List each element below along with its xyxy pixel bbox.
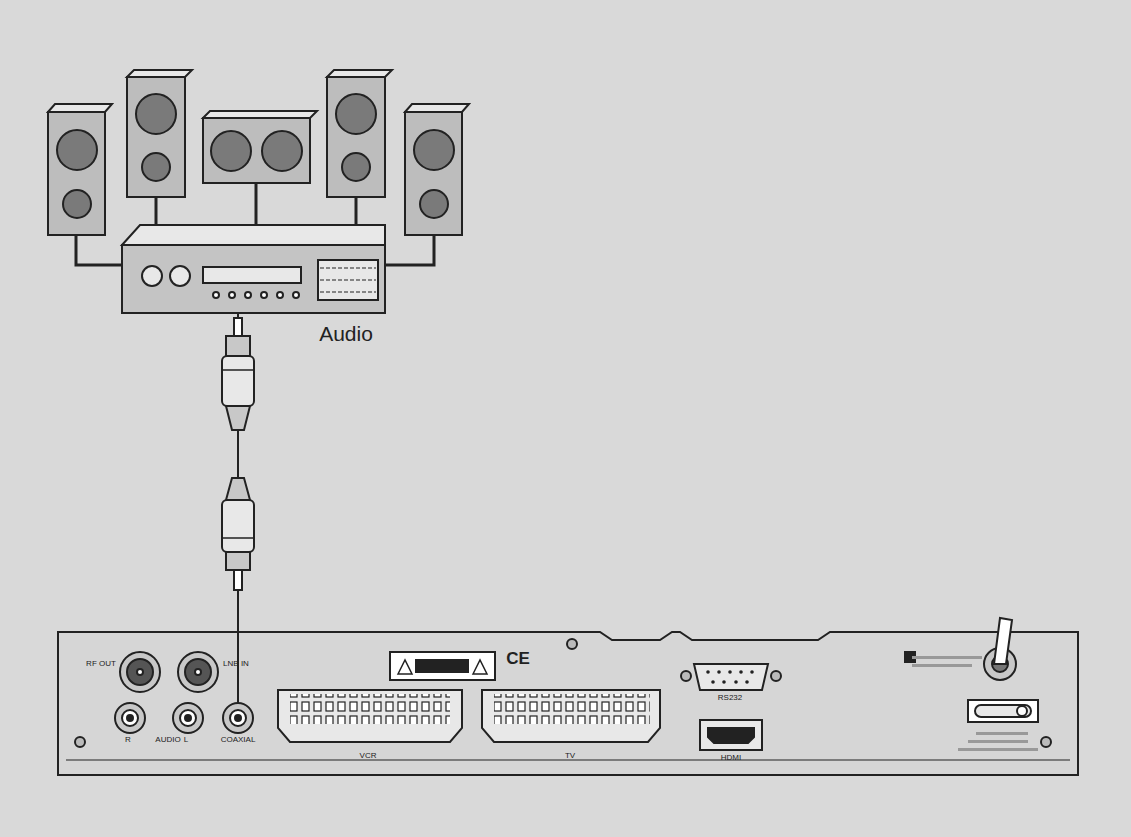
- port-label: RF OUT: [84, 660, 118, 668]
- power-section: [905, 618, 1038, 751]
- port-label: TV: [540, 752, 600, 760]
- port-label: AUDIO: [150, 736, 186, 744]
- port-label: COAXIAL: [208, 736, 268, 744]
- speakers: [48, 70, 469, 235]
- scart-sockets: [278, 690, 660, 742]
- port-label: VCR: [338, 752, 398, 760]
- device-label: Audio: [306, 323, 386, 345]
- hdmi-port: [700, 720, 762, 750]
- amplifier: [122, 225, 385, 313]
- port-label: LNB IN: [216, 660, 256, 668]
- rf-jacks: [120, 652, 218, 692]
- port-label: RS232: [700, 694, 760, 702]
- amplifier-node: Audio: [122, 225, 385, 313]
- warning-label: [390, 652, 495, 680]
- rs232-port: [681, 664, 781, 690]
- receiver-panel: [58, 632, 1078, 775]
- port-label: L: [180, 736, 192, 744]
- port-label: R: [122, 736, 134, 744]
- rca-jacks: [115, 703, 253, 733]
- port-label: CE: [498, 650, 538, 668]
- port-label: HDMI: [700, 754, 762, 762]
- receiver-node: RF OUT LNB IN R AUDIOL COAXIAL VCR TV RS232HDMI…: [58, 628, 1080, 775]
